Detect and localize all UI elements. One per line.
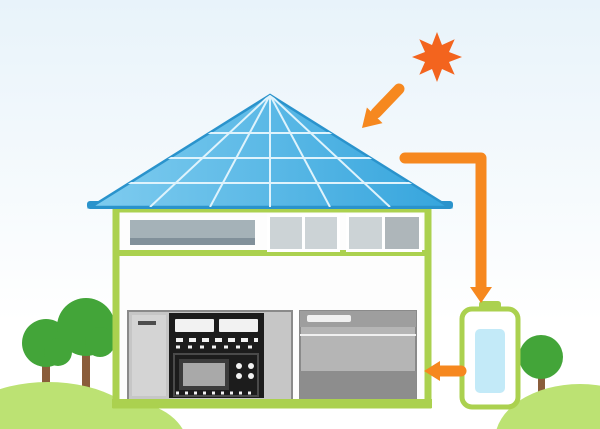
cabinet-handle — [138, 321, 156, 325]
dishwasher-handle-slot — [307, 315, 351, 322]
window-pane — [385, 217, 419, 249]
arrow-battery-to-house — [424, 361, 467, 381]
arrow-head — [424, 361, 440, 381]
microwave-button — [248, 373, 254, 379]
bush-left-small — [73, 402, 183, 429]
window-left — [267, 214, 340, 252]
arrow-shaft — [399, 152, 487, 293]
arrow-roof-to-battery — [399, 152, 492, 303]
storage-battery — [459, 301, 521, 410]
tree-trunk — [82, 350, 90, 405]
kitchen-appliance — [127, 310, 293, 401]
cabinet-door — [132, 315, 166, 396]
window-pane — [270, 217, 302, 249]
house-base — [112, 399, 432, 408]
tree-canopy — [519, 335, 563, 379]
arrow-head — [362, 107, 383, 128]
microwave-button — [248, 363, 254, 369]
range-hood — [130, 220, 255, 245]
microwave-window-glass — [183, 363, 225, 386]
microwave-button — [236, 363, 242, 369]
arrow-shaft — [370, 83, 405, 119]
dishwasher — [299, 310, 417, 401]
control-display-left — [175, 319, 214, 332]
window-pane — [349, 217, 382, 249]
tree-canopy-lobe — [85, 327, 115, 357]
bush-right — [496, 384, 600, 429]
window-right — [346, 214, 422, 252]
panel-grid-line — [149, 95, 271, 207]
sun-icon — [412, 32, 462, 82]
tree-left-tall — [57, 298, 115, 405]
microwave-button — [236, 373, 242, 379]
tree-right — [519, 335, 563, 406]
window-pane — [305, 217, 337, 249]
panel-grid-line — [269, 95, 331, 207]
range-hood-body — [130, 220, 255, 242]
control-display-right — [219, 319, 258, 332]
range-hood-base — [130, 238, 255, 245]
battery-charge-level — [475, 329, 505, 393]
floor-divider — [119, 250, 425, 256]
dishwasher-kickplate — [300, 371, 416, 400]
panel-grid-line — [269, 95, 391, 207]
arrow-sun-to-roof — [362, 83, 405, 128]
tree-trunk — [538, 372, 545, 406]
sun-core — [425, 45, 449, 69]
panel-grid-line — [209, 95, 271, 207]
arrow-head — [470, 287, 492, 303]
